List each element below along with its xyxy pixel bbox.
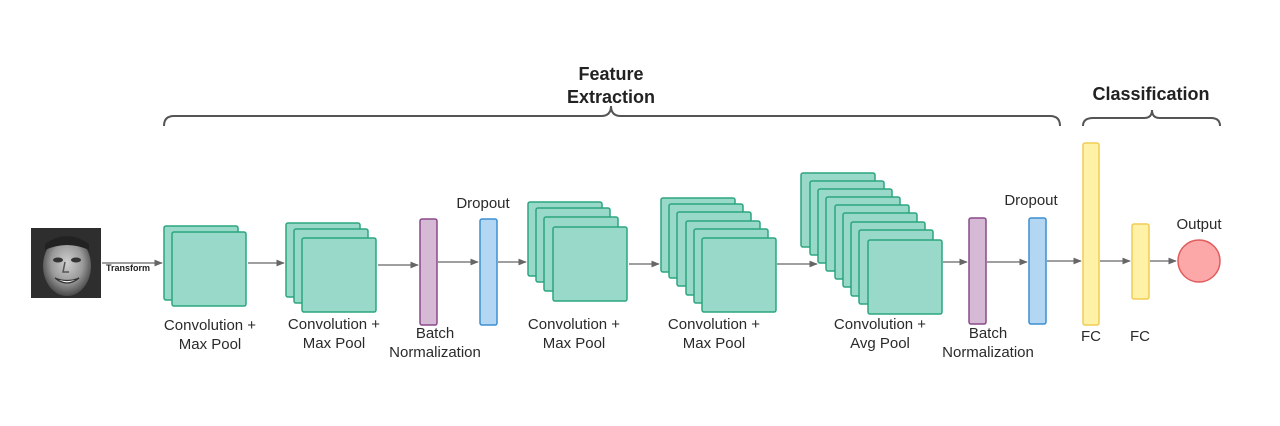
batch-norm-block-1 xyxy=(419,218,438,326)
feature-extraction-brace xyxy=(163,105,1061,127)
conv-block-1-label: Convolution + Max Pool xyxy=(163,317,257,353)
fc-1-label: FC xyxy=(1081,328,1101,345)
transform-label: Transform xyxy=(106,263,151,273)
dropout-1-label: Dropout xyxy=(456,195,510,212)
classification-header: Classification xyxy=(1092,84,1210,104)
batch-norm-1-label: Batch Normalization xyxy=(389,325,481,361)
conv-block-4-label: Convolution + Max Pool xyxy=(667,316,761,352)
conv-block-4 xyxy=(660,197,777,313)
conv-block-5 xyxy=(800,172,943,315)
conv-block-3-label: Convolution + Max Pool xyxy=(527,316,621,352)
batch-norm-block-2 xyxy=(968,217,987,325)
classification-brace xyxy=(1082,109,1221,127)
dropout-block-1 xyxy=(479,218,498,326)
fc-block-1 xyxy=(1082,142,1100,326)
batch-norm-2-label: Batch Normalization xyxy=(942,325,1034,361)
conv-block-2-label: Convolution + Max Pool xyxy=(287,316,381,352)
dropout-block-2 xyxy=(1028,217,1047,325)
feature-extraction-header: Feature Extraction xyxy=(566,64,656,107)
conv-block-3 xyxy=(527,201,628,302)
fc-block-2 xyxy=(1131,223,1150,300)
input-face-image xyxy=(31,228,101,298)
dropout-2-label: Dropout xyxy=(1004,192,1058,209)
output-node xyxy=(1177,239,1221,283)
conv-block-5-label: Convolution + Avg Pool xyxy=(833,316,927,352)
connection-arrows xyxy=(102,257,1177,269)
fc-2-label: FC xyxy=(1130,328,1150,345)
conv-block-1 xyxy=(163,225,247,307)
output-label: Output xyxy=(1176,216,1222,233)
conv-block-2 xyxy=(285,222,377,313)
